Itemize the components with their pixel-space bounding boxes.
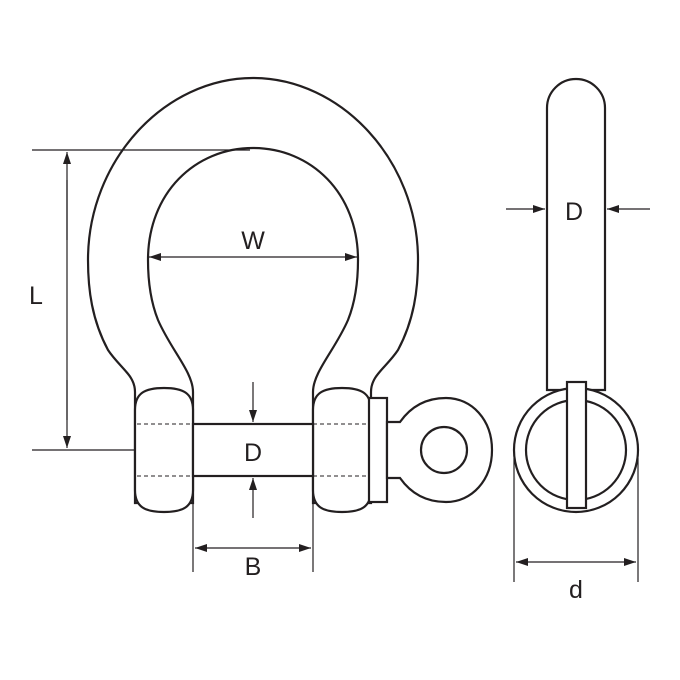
shackle-right-eye [311, 386, 373, 514]
dimension-label-b: B [245, 553, 262, 581]
pin-collar [367, 396, 389, 504]
dimension-label-d-body: D [565, 198, 583, 226]
front-view-dimensions [32, 149, 357, 572]
shackle-front-view [86, 76, 494, 514]
shackle-left-eye [133, 386, 195, 514]
pin-body [191, 422, 315, 478]
dimension-label-l: L [29, 282, 43, 310]
dimension-label-d-pin: D [244, 439, 262, 467]
shackle-side-view [512, 77, 640, 514]
dimension-label-w: W [241, 227, 265, 255]
side-pin-slot [565, 380, 588, 510]
dimension-label-d-small: d [569, 576, 583, 604]
pin-eye-hole [419, 425, 469, 475]
side-view-dimensions [506, 205, 650, 582]
side-bow-body [545, 77, 607, 392]
